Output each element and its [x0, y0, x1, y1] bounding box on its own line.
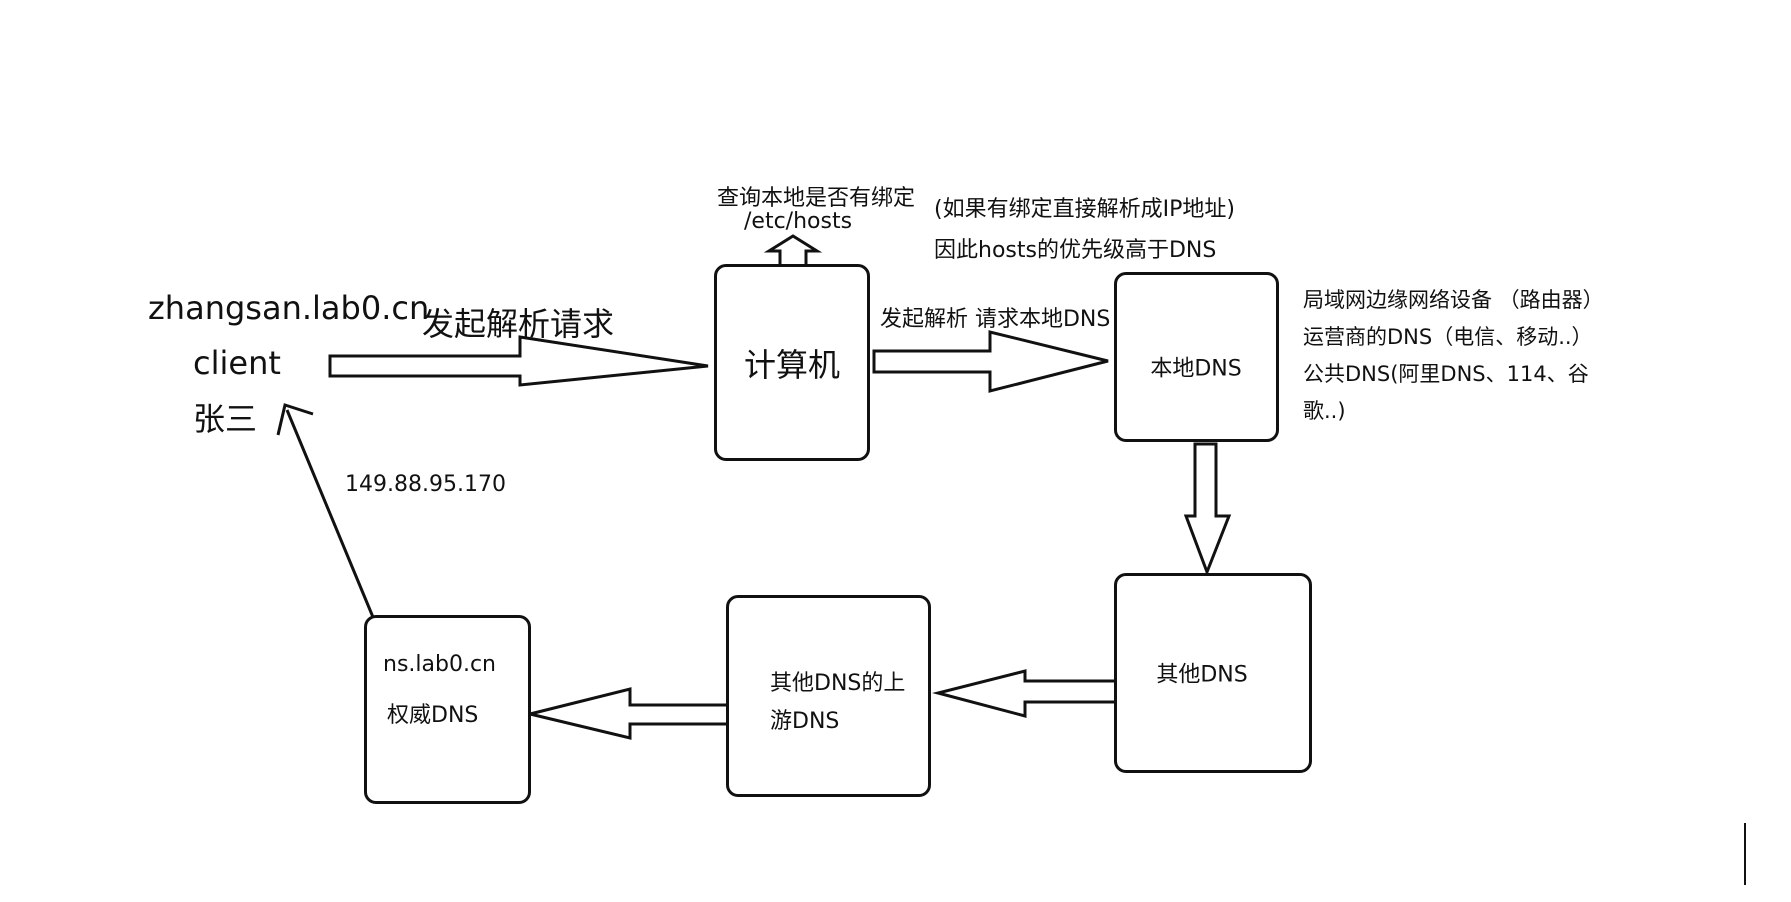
local-dns-type-item: 公共DNS(阿里DNS、114、谷 — [1303, 362, 1589, 386]
computer-box — [714, 264, 870, 461]
authoritative-dns-domain: ns.lab0.cn — [383, 652, 496, 677]
client-request-label: 发起解析请求 — [422, 305, 615, 343]
local-dns-box — [1114, 272, 1279, 442]
returned-ip-label: 149.88.95.170 — [345, 472, 506, 497]
client-domain: zhangsan.lab0.cn — [148, 289, 430, 327]
client-name: 张三 — [193, 400, 258, 438]
local-dns-types-list: 局域网边缘网络设备 （路由器） 运营商的DNS（电信、移动..） 公共DNS(阿… — [1303, 282, 1604, 430]
hosts-note-line1: (如果有绑定直接解析成IP地址) — [934, 197, 1235, 222]
hosts-check-label-line2: /etc/hosts — [744, 209, 853, 234]
other-dns-box — [1114, 573, 1312, 773]
local-dns-type-item: 局域网边缘网络设备 （路由器） — [1303, 288, 1604, 312]
local-dns-label: 本地DNS — [1150, 356, 1242, 382]
upstream-dns-label-line1: 其他DNS的上 — [770, 671, 906, 696]
computer-label: 计算机 — [743, 346, 841, 384]
upstream-dns-box — [726, 595, 931, 797]
hosts-check-label-line1: 查询本地是否有绑定 — [717, 186, 916, 211]
computer-request-label: 发起解析 请求本地DNS — [880, 307, 1111, 332]
arrow-client-to-computer — [328, 335, 709, 387]
upstream-dns-label-line2: 游DNS — [770, 709, 840, 734]
hosts-note-line2: 因此hosts的优先级高于DNS — [934, 238, 1217, 263]
arrow-upstream-dns-to-authoritative-dns — [529, 687, 731, 740]
arrow-response-line — [285, 409, 377, 623]
local-dns-type-item: 运营商的DNS（电信、移动..） — [1303, 325, 1593, 349]
client-role: client — [193, 344, 281, 382]
authoritative-dns-label: 权威DNS — [387, 703, 479, 728]
authoritative-dns-box — [364, 615, 531, 804]
arrow-local-dns-to-other-dns — [1183, 442, 1232, 577]
arrow-computer-to-hosts — [763, 234, 823, 268]
local-dns-type-item: 歌..) — [1303, 399, 1346, 423]
arrow-computer-to-local-dns — [872, 330, 1109, 393]
arrow-response-head — [276, 403, 314, 436]
other-dns-label: 其他DNS — [1156, 662, 1248, 688]
arrow-other-dns-to-upstream-dns — [932, 669, 1120, 718]
